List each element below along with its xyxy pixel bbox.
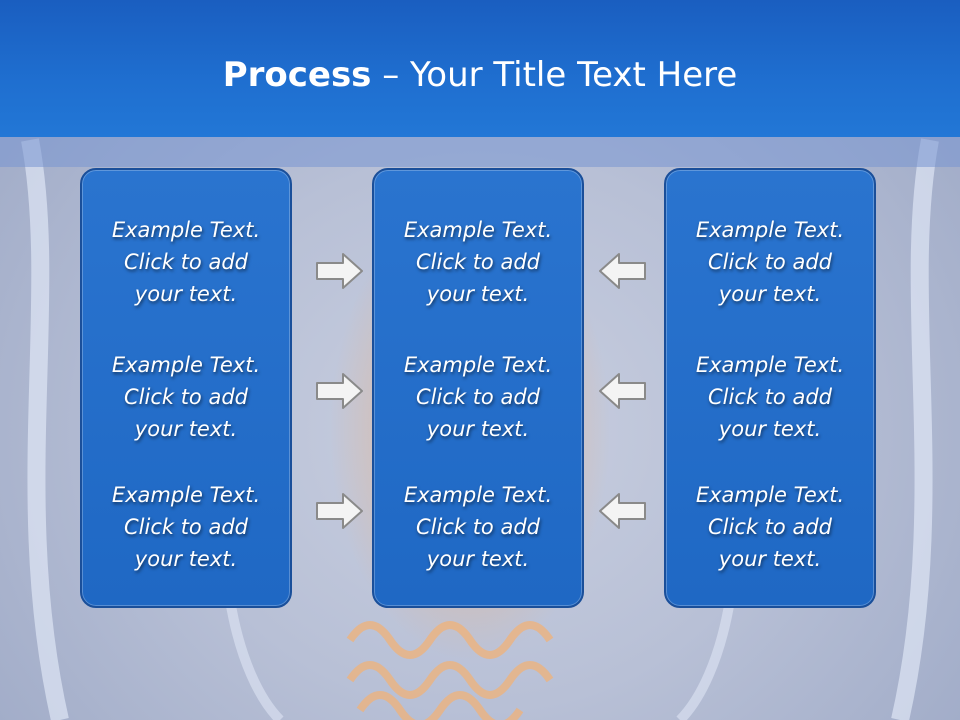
text-line: your text. <box>426 417 530 441</box>
title-underband <box>0 137 960 167</box>
text-line: Example Text. <box>695 218 845 242</box>
slide-title[interactable]: Process – Your Title Text Here <box>0 50 960 100</box>
text-line: Example Text. <box>111 483 261 507</box>
text-line: Example Text. <box>695 483 845 507</box>
text-line: Click to add <box>123 250 248 274</box>
text-line: Click to add <box>415 515 540 539</box>
text-line: Example Text. <box>111 353 261 377</box>
text-line: your text. <box>718 547 822 571</box>
text-line: your text. <box>426 547 530 571</box>
title-rest: – Your Title Text Here <box>371 55 738 95</box>
text-block[interactable]: Example Text. Click to add your text. <box>374 349 582 445</box>
arrow-left-icon[interactable] <box>597 371 647 411</box>
text-line: your text. <box>134 282 238 306</box>
arrow-right-icon[interactable] <box>315 371 365 411</box>
text-block[interactable]: Example Text. Click to add your text. <box>666 479 874 575</box>
arrow-left-icon[interactable] <box>597 251 647 291</box>
title-bar <box>0 0 960 137</box>
text-block[interactable]: Example Text. Click to add your text. <box>666 349 874 445</box>
text-line: Example Text. <box>695 353 845 377</box>
text-line: Example Text. <box>111 218 261 242</box>
text-line: Example Text. <box>403 218 553 242</box>
text-line: Click to add <box>123 515 248 539</box>
text-block[interactable]: Example Text. Click to add your text. <box>374 479 582 575</box>
arrow-right-icon[interactable] <box>315 491 365 531</box>
arrow-left-icon[interactable] <box>597 491 647 531</box>
text-line: Click to add <box>707 250 832 274</box>
text-block[interactable]: Example Text. Click to add your text. <box>374 214 582 310</box>
text-block[interactable]: Example Text. Click to add your text. <box>82 479 290 575</box>
text-line: your text. <box>718 417 822 441</box>
process-box-right[interactable]: Example Text. Click to add your text. Ex… <box>664 168 876 608</box>
text-line: Click to add <box>415 250 540 274</box>
text-line: Example Text. <box>403 353 553 377</box>
text-line: your text. <box>426 282 530 306</box>
process-box-center[interactable]: Example Text. Click to add your text. Ex… <box>372 168 584 608</box>
text-line: Click to add <box>415 385 540 409</box>
text-line: your text. <box>134 547 238 571</box>
text-block[interactable]: Example Text. Click to add your text. <box>666 214 874 310</box>
text-line: Click to add <box>707 515 832 539</box>
arrow-right-icon[interactable] <box>315 251 365 291</box>
title-bold: Process <box>222 55 372 95</box>
text-block[interactable]: Example Text. Click to add your text. <box>82 214 290 310</box>
text-line: Click to add <box>707 385 832 409</box>
text-line: Example Text. <box>403 483 553 507</box>
text-line: Click to add <box>123 385 248 409</box>
process-box-left[interactable]: Example Text. Click to add your text. Ex… <box>80 168 292 608</box>
text-block[interactable]: Example Text. Click to add your text. <box>82 349 290 445</box>
text-line: your text. <box>718 282 822 306</box>
text-line: your text. <box>134 417 238 441</box>
